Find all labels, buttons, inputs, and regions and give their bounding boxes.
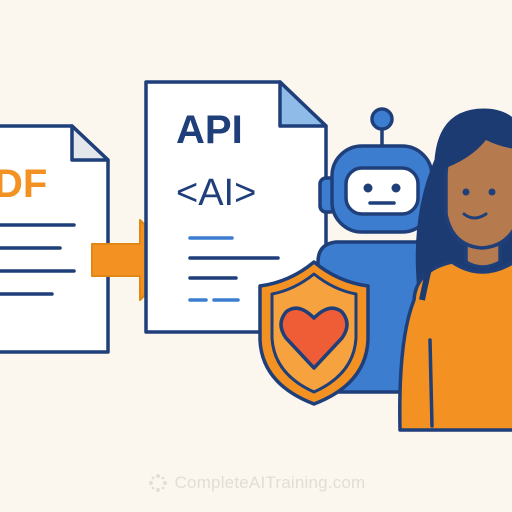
watermark-text: CompleteAITraining.com <box>174 473 366 492</box>
api-text-lines <box>188 236 280 302</box>
person-icon <box>398 108 512 432</box>
heart-icon <box>279 306 349 370</box>
pdf-label: DF <box>0 162 47 206</box>
pdf-document-icon: DF <box>0 124 110 354</box>
watermark: CompleteAITraining.com <box>0 468 512 498</box>
sparkle-logo-icon <box>148 474 167 492</box>
robot-eye-icon <box>391 183 401 193</box>
pdf-text-lines <box>0 223 76 296</box>
api-code: <AI> <box>176 172 256 214</box>
shield-heart-icon <box>258 260 370 406</box>
api-title: API <box>176 108 243 152</box>
api-document-icon: API <AI> <box>144 80 328 334</box>
robot-eye-icon <box>363 183 373 193</box>
